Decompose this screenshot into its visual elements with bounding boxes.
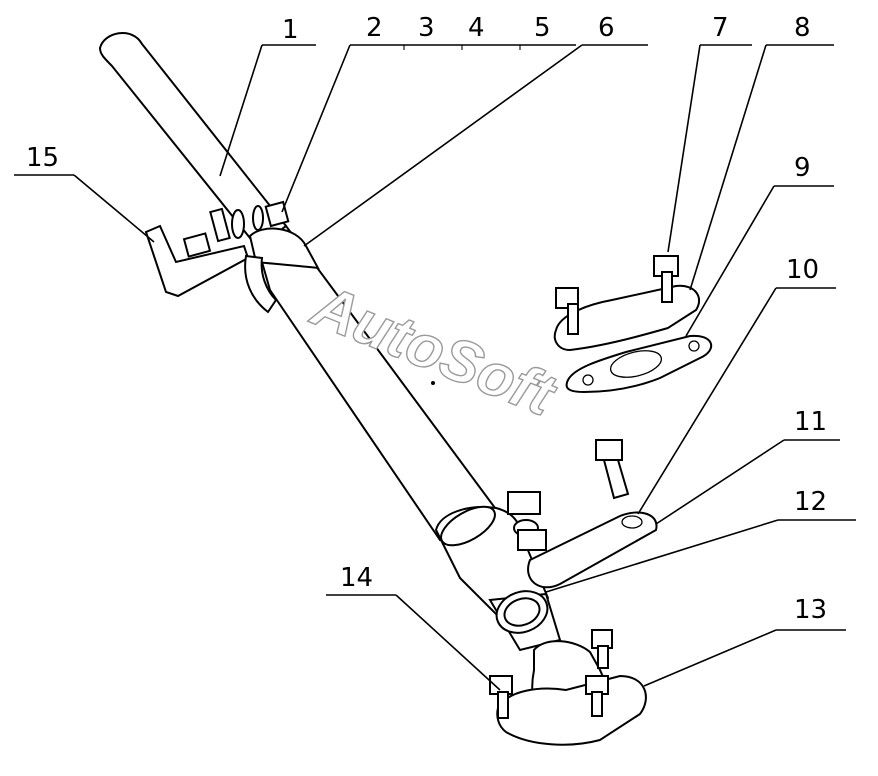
stay-bracket [507,491,658,589]
callout-15: 15 [26,143,59,173]
callout-7: 7 [712,13,729,43]
callout-6: 6 [598,13,615,43]
loose-bolt [595,439,630,500]
hanger-bracket [144,200,320,314]
callout-11: 11 [794,407,827,437]
callout-2: 2 [366,13,383,43]
upper-flange [553,255,701,352]
callout-leaders [14,44,856,691]
exhaust-pipe [98,31,562,652]
callout-14: 14 [340,563,373,593]
callout-3: 3 [418,13,435,43]
callout-10: 10 [786,255,819,285]
callout-ticks [403,45,521,50]
callout-12: 12 [794,487,827,517]
callout-13: 13 [794,595,827,625]
callout-9: 9 [794,153,811,183]
callout-8: 8 [794,13,811,43]
callout-labels: 1 2 3 4 5 6 7 8 9 10 11 12 13 14 15 [26,13,827,625]
callout-1: 1 [282,15,299,45]
gasket [565,334,713,394]
front-flange [489,629,647,746]
callout-5: 5 [534,13,551,43]
callout-4: 4 [468,13,485,43]
